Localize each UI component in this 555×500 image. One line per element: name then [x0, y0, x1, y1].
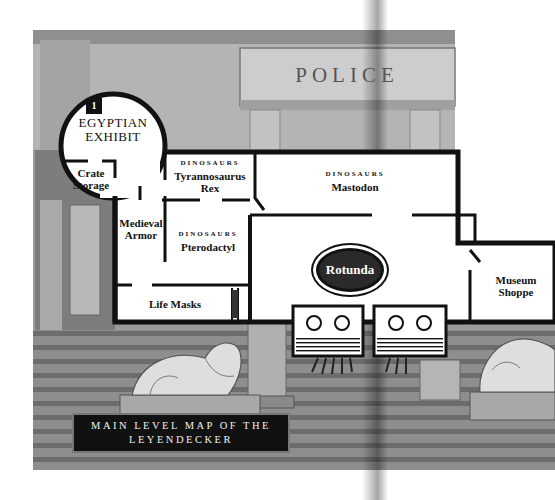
room-category: DINOSAURS [178, 231, 237, 239]
exhibit-circle: EGYPTIAN EXHIBIT Crate Storage [62, 94, 164, 198]
rotunda-ellipse: Rotunda [316, 248, 384, 292]
callout-number: 1 [86, 98, 102, 114]
pilaster [410, 110, 440, 152]
photo-ground [33, 30, 555, 470]
room-name: Museum Shoppe [480, 274, 552, 298]
room-category: DINOSAURS [180, 160, 239, 168]
room: Medieval Armor [118, 206, 164, 252]
room: Museum Shoppe [480, 262, 552, 310]
building-sign: POLICE [262, 60, 432, 90]
police-cornice [240, 48, 455, 106]
room-name: Tyrannosaurus Rex [168, 170, 252, 194]
pillar [40, 200, 62, 330]
room: DINOSAURS Tyrannosaurus Rex [168, 156, 252, 198]
room: DINOSAURS Pterodactyl [169, 222, 247, 262]
room-name: Mastodon [331, 181, 378, 193]
title-plate: MAIN LEVEL MAP OF THE LEYENDECKER [72, 413, 290, 453]
room-name: Rotunda [326, 263, 374, 277]
facade-top [33, 30, 455, 44]
room: Crate Storage [68, 163, 114, 195]
room: Life Masks [122, 290, 228, 318]
facade [33, 30, 455, 150]
room-category: DINOSAURS [325, 171, 384, 179]
room-name: Medieval Armor [118, 217, 164, 241]
room-name: Crate Storage [68, 167, 114, 191]
window [70, 205, 100, 315]
room-name: Pterodactyl [181, 241, 235, 253]
room-name: Life Masks [149, 298, 201, 310]
floor-plan [61, 94, 555, 374]
column [248, 322, 286, 400]
sky [455, 30, 555, 242]
pedestal [420, 360, 460, 400]
cornice-ledge [240, 100, 455, 110]
room-name: EGYPTIAN EXHIBIT [68, 116, 158, 145]
lion-statue [470, 339, 555, 420]
pilaster [250, 110, 280, 152]
room: DINOSAURS Mastodon [300, 160, 410, 204]
map-title: MAIN LEVEL MAP OF THE LEYENDECKER [86, 419, 276, 447]
